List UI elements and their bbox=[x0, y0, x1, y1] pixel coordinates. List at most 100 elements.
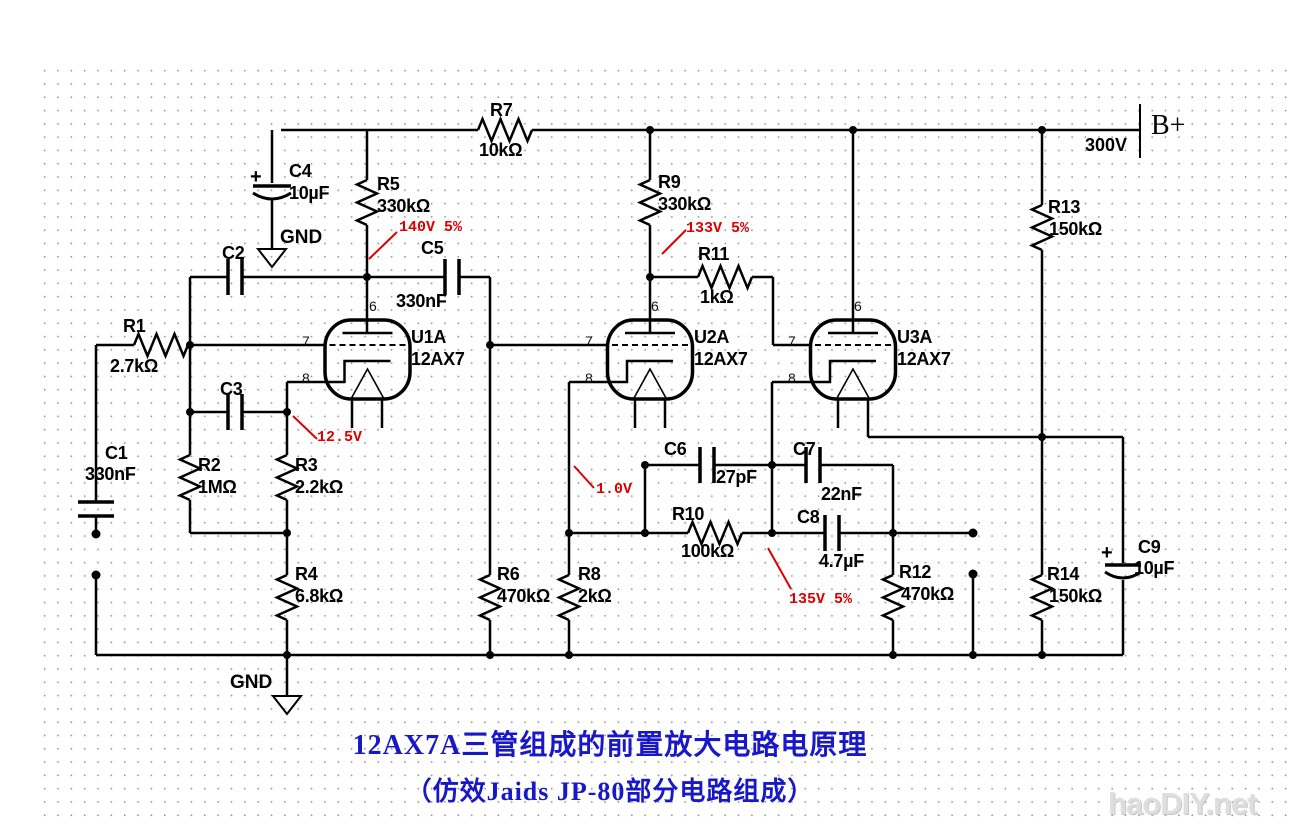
r14-ref-label: R14 bbox=[1047, 564, 1080, 584]
tube-u1a-symbol bbox=[323, 318, 412, 401]
capacitor-c5 bbox=[443, 257, 461, 297]
c3-ref-label: C3 bbox=[220, 379, 243, 399]
u2a-pin8-label: 8 bbox=[585, 370, 593, 386]
r11-value-label: 1kΩ bbox=[700, 287, 734, 307]
capacitor-c6 bbox=[698, 445, 716, 485]
r1-ref-label: R1 bbox=[123, 316, 146, 336]
r10-value-label: 100kΩ bbox=[681, 541, 734, 561]
capacitor-c1 bbox=[78, 500, 114, 518]
r5-ref-label: R5 bbox=[377, 174, 400, 194]
output-ground-terminal-dot bbox=[968, 569, 978, 579]
r8-value-label: 2kΩ bbox=[578, 586, 612, 606]
r3-ref-label: R3 bbox=[295, 455, 318, 475]
r10-ref-label: R10 bbox=[672, 504, 705, 524]
r13-value-label: 150kΩ bbox=[1049, 219, 1102, 239]
r13-ref-label: R13 bbox=[1048, 197, 1081, 217]
c5-value-label: 330nF bbox=[396, 291, 447, 311]
r7-ref-label: R7 bbox=[490, 100, 513, 120]
u1a-type-label: 12AX7 bbox=[411, 349, 465, 369]
r14-value-label: 150kΩ bbox=[1049, 586, 1102, 606]
u2a-ref-label: U2A bbox=[694, 327, 730, 347]
ground-symbol-top bbox=[255, 248, 289, 269]
u3a-pin7-label: 7 bbox=[788, 333, 796, 349]
r6-value-label: 470kΩ bbox=[497, 586, 550, 606]
bplus-label: B+ bbox=[1151, 110, 1186, 141]
u2a-type-label: 12AX7 bbox=[694, 349, 748, 369]
r2-value-label: 1MΩ bbox=[198, 477, 237, 497]
r9-ref-label: R9 bbox=[658, 172, 681, 192]
rail-voltage-label: 300V bbox=[1085, 135, 1128, 155]
annotation-leader-lines bbox=[292, 229, 792, 590]
annotation-12-5v: 12.5V bbox=[317, 429, 363, 446]
resistor-r2 bbox=[178, 453, 202, 502]
capacitor-c9 bbox=[1104, 563, 1142, 580]
c9-plus-mark: + bbox=[1101, 542, 1113, 564]
c8-value-label: 4.7µF bbox=[819, 551, 864, 571]
u1a-pin6-label: 6 bbox=[369, 298, 377, 314]
c5-ref-label: C5 bbox=[421, 238, 444, 258]
gnd-label-bottom: GND bbox=[230, 672, 273, 693]
capacitor-c2 bbox=[226, 257, 244, 297]
schematic-title-line2: （仿效Jaids JP-80部分电路组成） bbox=[405, 777, 815, 806]
resistor-r3 bbox=[275, 453, 299, 502]
resistor-r8 bbox=[557, 573, 581, 622]
u1a-pin7-label: 7 bbox=[302, 333, 310, 349]
c7-value-label: 22nF bbox=[821, 484, 862, 504]
resistor-r1 bbox=[132, 332, 190, 358]
gnd-label-top: GND bbox=[280, 227, 323, 248]
r7-value-label: 10kΩ bbox=[479, 140, 523, 160]
c4-plus-mark: + bbox=[250, 166, 262, 188]
u3a-type-label: 12AX7 bbox=[897, 349, 951, 369]
output-terminal-dot bbox=[968, 528, 978, 538]
r5-value-label: 330kΩ bbox=[377, 196, 430, 216]
c4-ref-label: C4 bbox=[289, 161, 312, 181]
wires bbox=[94, 128, 1140, 696]
c1-value-label: 330nF bbox=[85, 464, 136, 484]
resistor-r5 bbox=[355, 178, 379, 227]
watermark-logo: haoDIY.net bbox=[1108, 786, 1257, 821]
annotation-1-0v: 1.0V bbox=[596, 481, 633, 498]
schematic-title-line1: 12AX7A三管组成的前置放大电路电原理 bbox=[352, 730, 868, 761]
capacitor-symbols bbox=[78, 184, 1142, 580]
u1a-pin8-label: 8 bbox=[302, 370, 310, 386]
u3a-ref-label: U3A bbox=[897, 327, 933, 347]
u2a-pin7-label: 7 bbox=[585, 333, 593, 349]
r4-ref-label: R4 bbox=[295, 564, 318, 584]
input-terminal-dot bbox=[91, 529, 101, 539]
junction-dots bbox=[91, 126, 1046, 659]
annotation-135v: 135V 5% bbox=[789, 591, 853, 608]
u1a-ref-label: U1A bbox=[411, 327, 447, 347]
u2a-pin6-label: 6 bbox=[651, 298, 659, 314]
r12-ref-label: R12 bbox=[899, 562, 932, 582]
r8-ref-label: R8 bbox=[578, 564, 601, 584]
resistor-symbols bbox=[132, 117, 1054, 622]
ground-symbol-bottom bbox=[270, 695, 304, 716]
r2-ref-label: R2 bbox=[198, 455, 221, 475]
dot-grid-background bbox=[38, 64, 1287, 821]
u3a-pin8-label: 8 bbox=[788, 370, 796, 386]
r1-value-label: 2.7kΩ bbox=[110, 356, 158, 376]
c9-value-label: 10µF bbox=[1134, 558, 1175, 578]
tube-u2a-symbol bbox=[605, 318, 695, 401]
c7-ref-label: C7 bbox=[793, 439, 816, 459]
c8-ref-label: C8 bbox=[797, 507, 820, 527]
r6-ref-label: R6 bbox=[497, 564, 520, 584]
c4-value-label: 10µF bbox=[289, 183, 330, 203]
c6-value-label: 27pF bbox=[716, 467, 757, 487]
tube-u3a-symbol bbox=[808, 318, 898, 401]
u3a-pin6-label: 6 bbox=[854, 298, 862, 314]
input-ground-terminal-dot bbox=[91, 570, 101, 580]
annotation-140v: 140V 5% bbox=[399, 219, 463, 236]
resistor-r7 bbox=[476, 117, 534, 143]
capacitor-c8 bbox=[823, 513, 841, 553]
c9-ref-label: C9 bbox=[1138, 537, 1161, 557]
r4-value-label: 6.8kΩ bbox=[295, 586, 343, 606]
c1-ref-label: C1 bbox=[105, 443, 128, 463]
r12-value-label: 470kΩ bbox=[901, 584, 954, 604]
capacitor-c4 bbox=[252, 184, 292, 201]
c2-ref-label: C2 bbox=[222, 243, 245, 263]
resistor-r11 bbox=[696, 264, 754, 290]
resistor-r9 bbox=[638, 178, 662, 227]
